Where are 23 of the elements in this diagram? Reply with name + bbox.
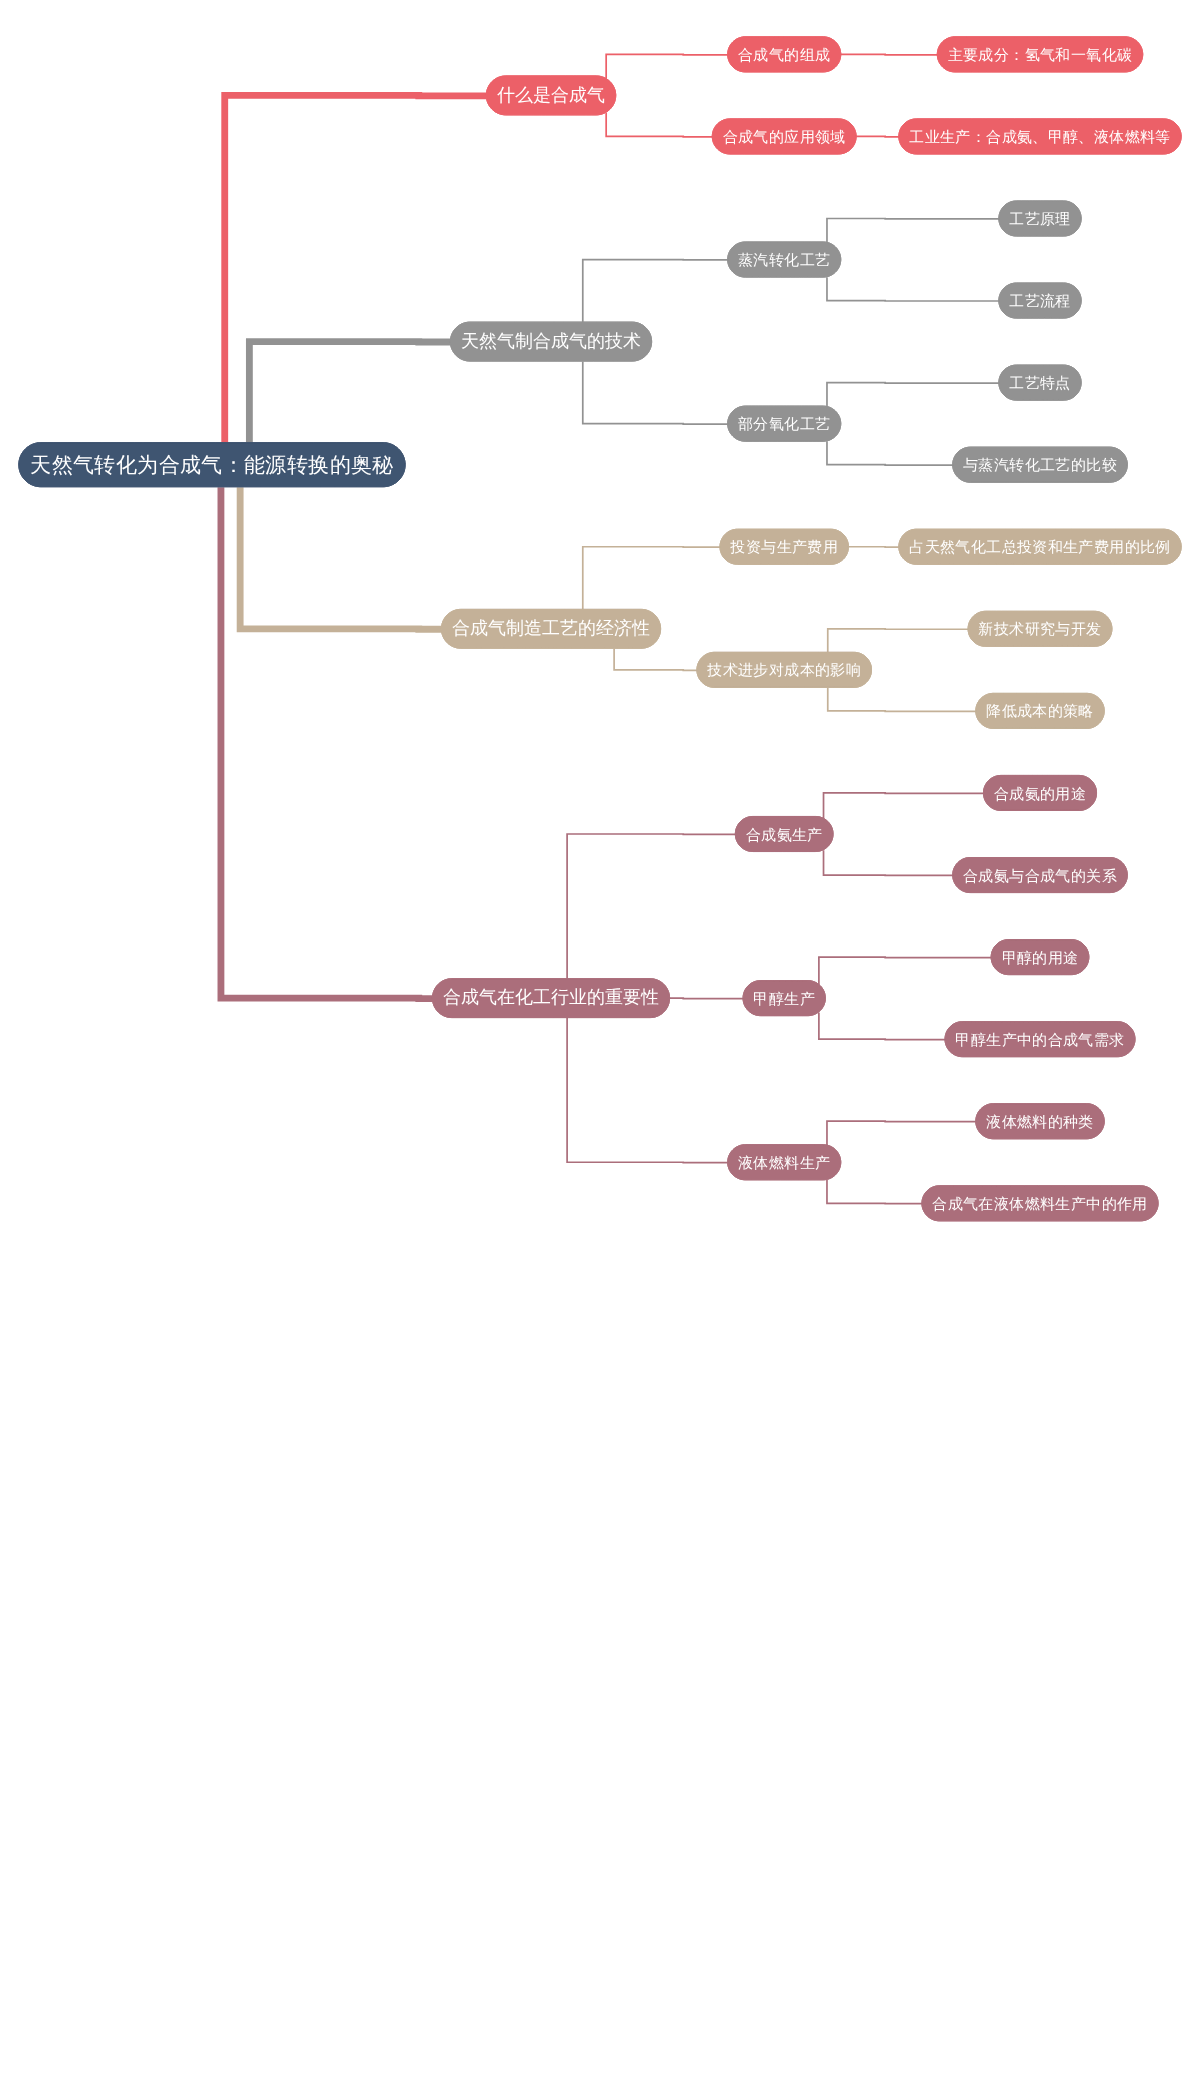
connector: [566, 1017, 729, 1164]
connector: [217, 487, 433, 1002]
connector: [826, 217, 1001, 244]
connector: [826, 276, 1001, 302]
connector: [855, 135, 901, 138]
connector: [826, 440, 954, 466]
connector: [826, 627, 970, 654]
connector: [822, 849, 954, 877]
connector: [581, 360, 729, 425]
connector: [818, 1011, 947, 1041]
connector: [605, 53, 729, 80]
connector: [822, 792, 985, 820]
connector: [826, 381, 1001, 408]
connector: [221, 92, 487, 444]
connector: [669, 997, 745, 1000]
connector: [245, 338, 451, 444]
connector: [236, 487, 442, 633]
connector: [818, 956, 993, 986]
connector: [581, 545, 722, 611]
connector: [840, 53, 939, 56]
connector: [581, 258, 729, 324]
connector: [566, 833, 737, 980]
connector: [605, 111, 714, 138]
